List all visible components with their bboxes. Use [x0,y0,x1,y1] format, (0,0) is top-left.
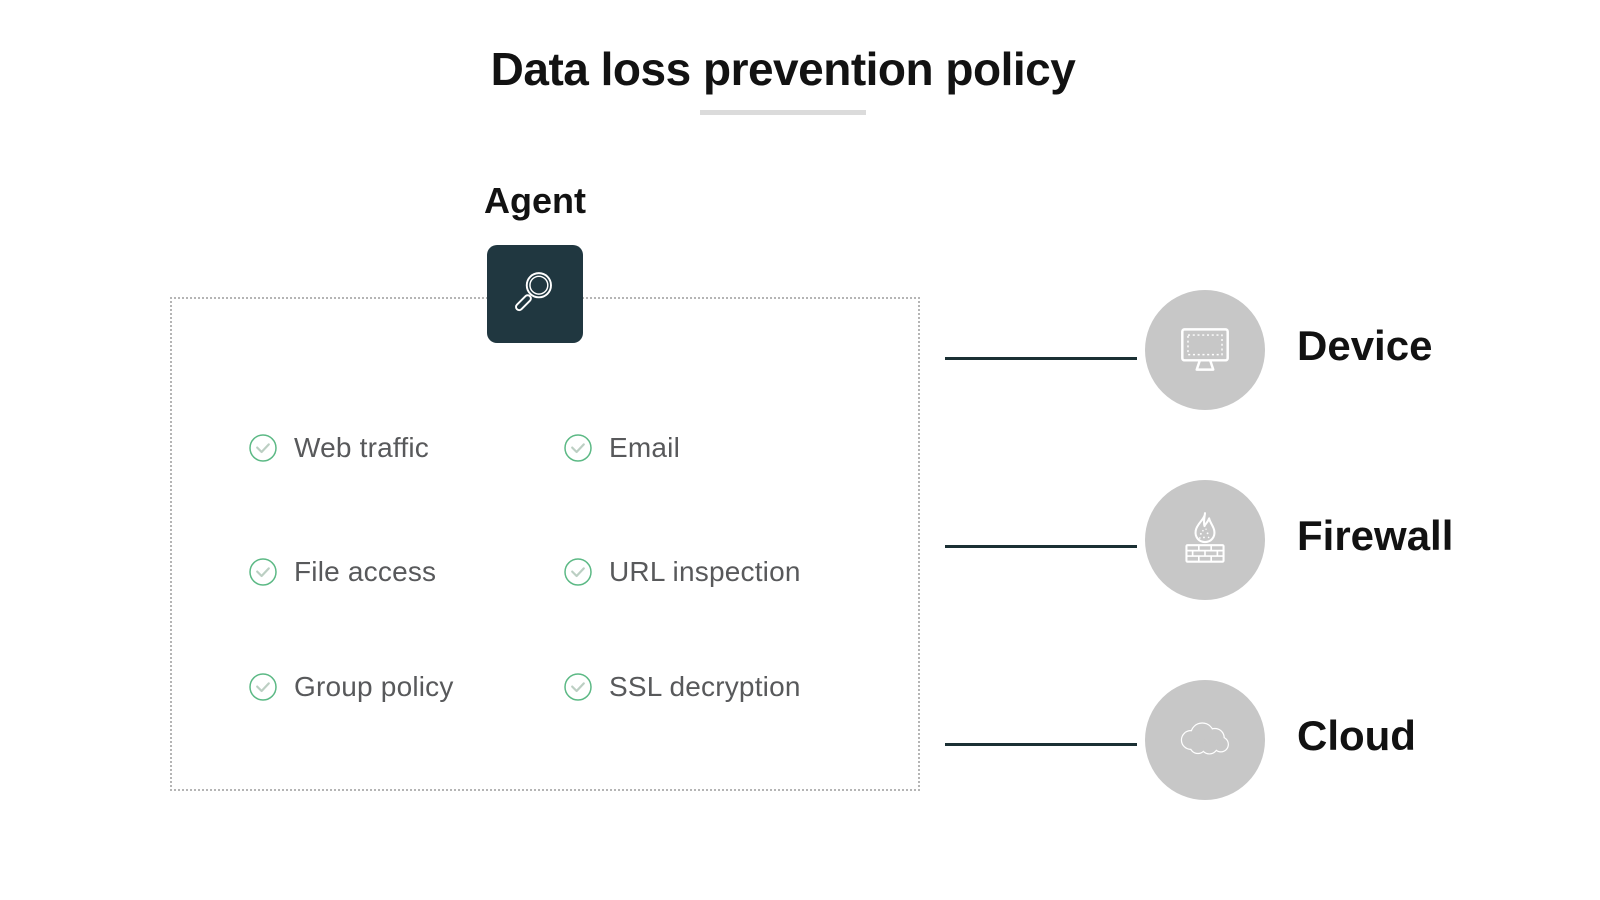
check-icon [564,558,592,586]
agent-box [487,245,583,343]
check-item-label: Web traffic [294,432,429,463]
check-item-label: SSL decryption [609,671,801,702]
target-label: Device [1297,322,1433,369]
target-device: Device [1145,290,1432,410]
magnifier-icon [504,261,566,328]
connector-line-device [945,357,1137,360]
connector-line-firewall [945,545,1137,548]
check-icon [249,434,277,462]
target-label: Cloud [1297,712,1416,759]
title-underline [700,110,866,115]
check-item-web-traffic: Web traffic [248,430,429,466]
check-item-ssl-decryption: SSL decryption [563,669,801,705]
monitor-icon [1145,290,1265,410]
agent-label: Agent [484,180,586,221]
target-firewall: Firewall [1145,480,1453,600]
check-icon [249,673,277,701]
check-icon [564,673,592,701]
check-item-label: Email [609,432,681,463]
target-label: Firewall [1297,512,1454,559]
check-item-label: Group policy [294,671,454,702]
check-item-url-inspection: URL inspection [563,554,801,590]
cloud-icon [1145,680,1265,800]
target-cloud: Cloud [1145,680,1416,800]
check-item-group-policy: Group policy [248,669,454,705]
check-icon [564,434,592,462]
policy-dotted-box [170,297,920,791]
check-item-email: Email [563,430,680,466]
page-title: Data loss prevention policy [490,43,1076,95]
firewall-icon [1145,480,1265,600]
check-item-label: File access [294,556,437,587]
check-item-file-access: File access [248,554,436,590]
connector-line-cloud [945,743,1137,746]
check-item-label: URL inspection [609,556,801,587]
check-icon [249,558,277,586]
